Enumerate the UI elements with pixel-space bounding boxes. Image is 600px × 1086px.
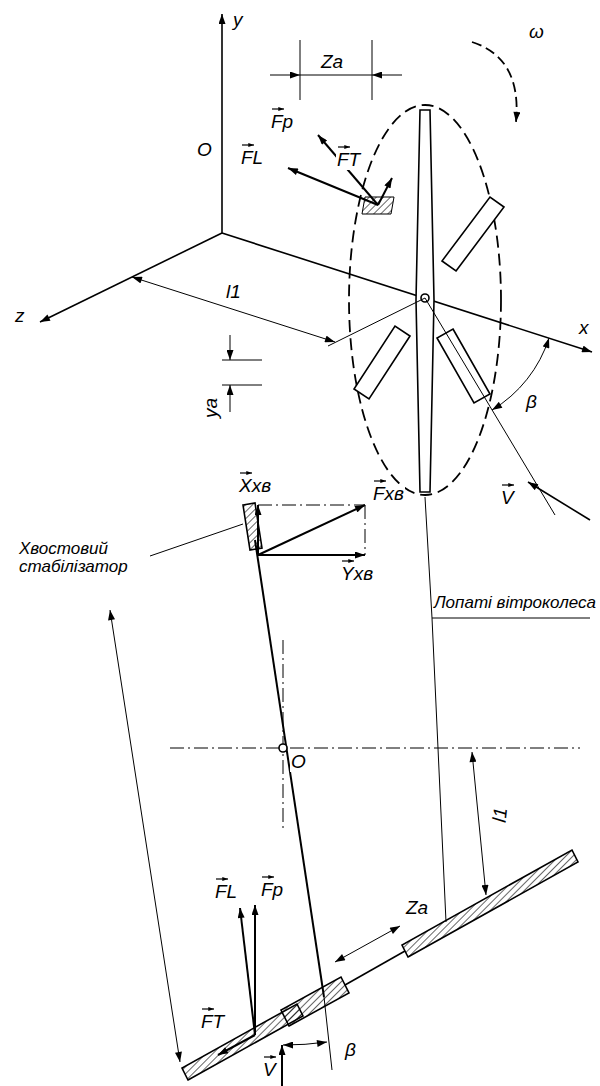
force-arrow: [258, 554, 365, 556]
force-label: Yхв: [340, 564, 374, 584]
force-label: FL: [214, 882, 238, 902]
vector-mark: [342, 560, 354, 561]
velocity-label: V: [262, 1060, 277, 1080]
angle-arc: [492, 338, 549, 410]
rotor-axis: [345, 951, 405, 985]
force-arrow: [288, 168, 378, 205]
force-label: FL: [240, 148, 264, 168]
dimension-line: [110, 610, 180, 1062]
force-arrow: [257, 505, 259, 555]
tail-stabilizer: [243, 503, 262, 550]
force-label: Fp: [260, 880, 284, 900]
center-line: [170, 748, 580, 749]
pivot: [279, 744, 287, 752]
dimension-line: [300, 75, 372, 76]
extension-line: [300, 40, 301, 100]
angle-label: β: [344, 1040, 357, 1060]
force-arrow: [218, 1035, 255, 1055]
force-arrow: [240, 908, 255, 1035]
force-label: Fp: [270, 112, 294, 132]
rotation-arrow: [472, 42, 517, 122]
extension-line: [324, 997, 332, 1070]
angle-arc: [283, 1042, 327, 1045]
origin-label: O: [196, 140, 213, 160]
wind-arrow: [528, 482, 590, 520]
force-arrow: [318, 135, 378, 205]
leader-line: [150, 524, 243, 556]
wind-direction-line: [425, 298, 555, 515]
part-name: Хвостовий стабілізатор: [18, 540, 145, 576]
axis-label: y: [232, 10, 244, 30]
construction-line: [258, 505, 365, 506]
dimension-label: l1: [490, 806, 512, 825]
origin-label: O: [290, 752, 307, 772]
dimension-line: [132, 277, 335, 342]
dimension-label: Zа: [405, 898, 429, 918]
blade: [354, 326, 410, 399]
force-label: Fхв: [372, 484, 405, 504]
vector-mark: [240, 472, 252, 473]
force-arrow: [378, 178, 392, 205]
extension-line: [328, 298, 425, 346]
dimension-label: Zа: [320, 52, 344, 72]
angle-label: β: [525, 392, 538, 412]
vector-mark: [272, 108, 284, 109]
force-label: FT: [336, 150, 361, 170]
extension-line: [372, 40, 373, 100]
center-line: [283, 640, 284, 830]
blade: [442, 197, 504, 271]
blade: [402, 850, 578, 957]
extension-line: [222, 385, 262, 386]
dimension-line: [230, 385, 231, 412]
velocity-label: V: [500, 488, 515, 508]
tail-boom: [255, 540, 324, 997]
rotor-disc: [349, 105, 501, 495]
vector-mark: [242, 144, 254, 145]
blade: [437, 329, 490, 403]
vector-mark: [502, 484, 514, 485]
rotation-label: ω: [528, 22, 545, 42]
force-arrow: [254, 905, 256, 1035]
z-axis: [40, 233, 222, 322]
force-label: FT: [200, 1012, 225, 1032]
dimension-line: [335, 926, 400, 962]
dimension-line: [472, 752, 486, 895]
vector-mark: [216, 878, 228, 879]
vector-mark: [374, 480, 386, 481]
dimension-line: [372, 75, 402, 76]
extension-line: [222, 360, 262, 361]
vector-mark: [262, 876, 274, 877]
y-axis: [221, 14, 223, 233]
dimension-label: yа: [201, 397, 221, 419]
axis-label: x: [578, 318, 590, 338]
hub-section: [281, 977, 349, 1026]
part-name: Лопаті вітроколеса: [433, 594, 597, 612]
vector-mark: [202, 1008, 214, 1009]
leader-shelf: [432, 618, 590, 619]
vector-mark: [264, 1056, 276, 1057]
force-arrow: [258, 505, 365, 555]
force-label: Xхв: [238, 476, 272, 496]
axis-label: z: [14, 306, 26, 326]
leader-line: [425, 497, 432, 618]
dimension-label: l1: [225, 282, 242, 302]
dimension-line: [270, 75, 300, 76]
dimension-line: [230, 335, 231, 360]
construction-line: [365, 505, 366, 555]
wind-arrow: [281, 1045, 283, 1086]
vector-mark: [338, 146, 350, 147]
leader-line: [432, 618, 446, 922]
